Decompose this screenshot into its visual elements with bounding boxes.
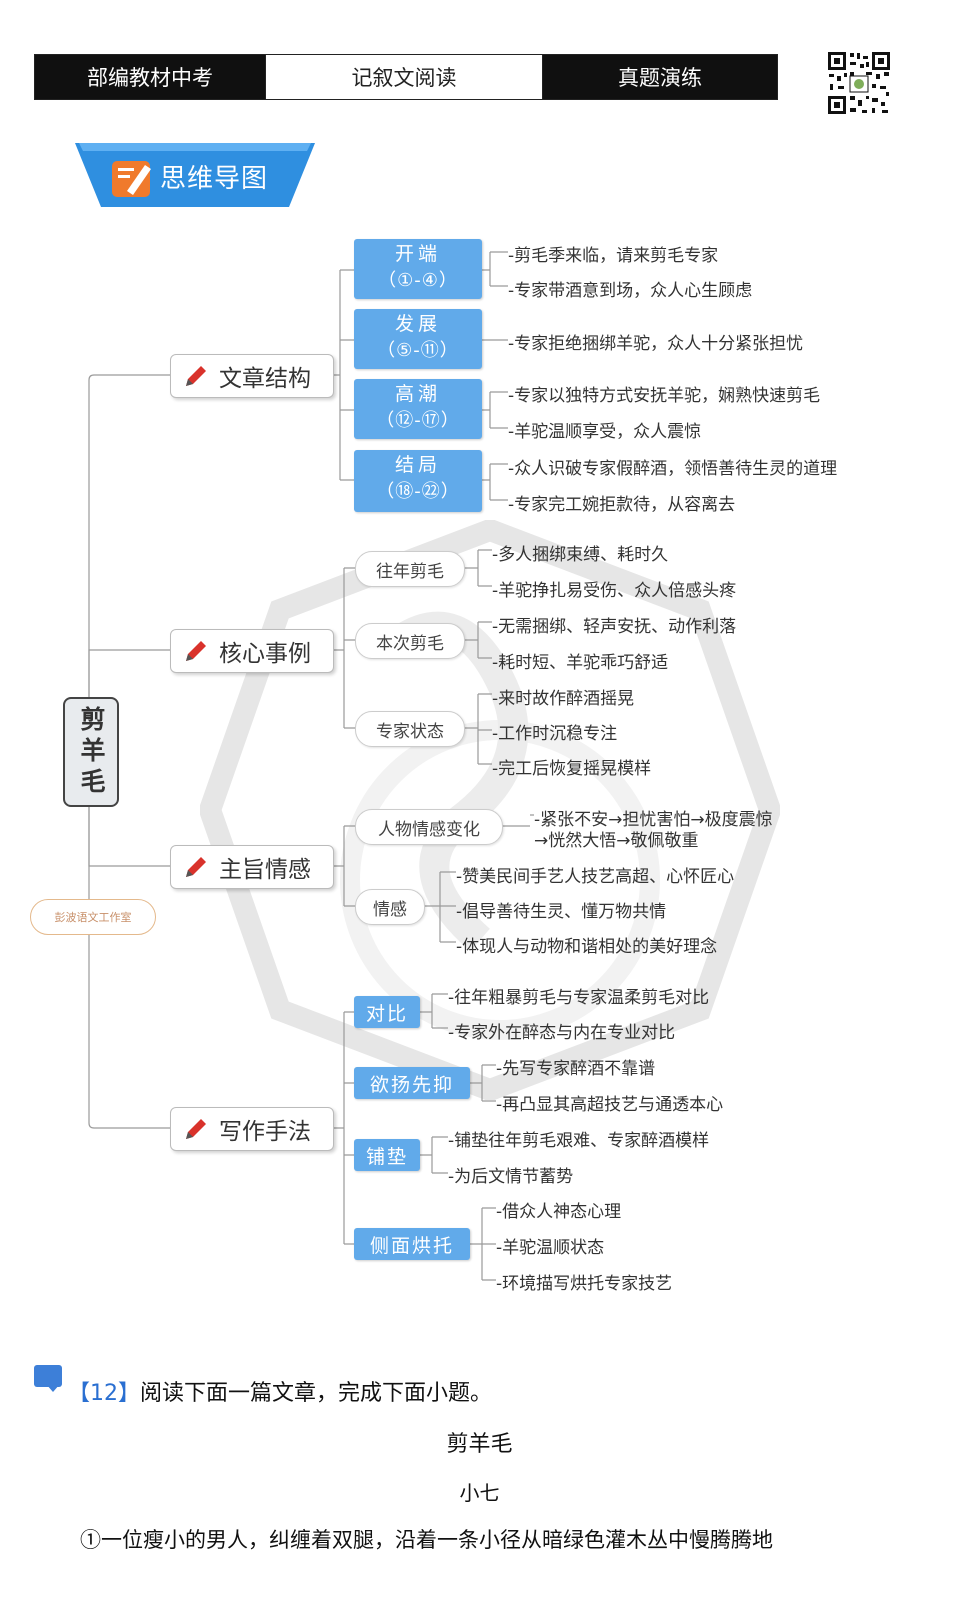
header-left: 部编教材中考	[35, 55, 265, 99]
leaf: -倡导善待生灵、懂万物共情	[456, 902, 667, 922]
structure-box-climax: 高潮 （⑫-⑰）	[354, 379, 482, 439]
leaf: -多人捆绑束缚、耗时久	[492, 545, 669, 565]
banner-title: 思维导图	[160, 164, 269, 194]
leaf: -羊驼温顺状态	[496, 1238, 605, 1258]
leaf: -体现人与动物和谐相处的美好理念	[456, 937, 718, 957]
leaf: -赞美民间手艺人技艺高超、心怀匠心	[456, 867, 735, 887]
pencil-icon	[186, 641, 206, 661]
theme-pill-emotion-change: 人物情感变化	[355, 809, 503, 845]
leaf: →恍然大悟→敬佩敬重	[534, 831, 699, 851]
node-technique: 写作手法	[170, 1107, 334, 1151]
mindmap-root: 剪羊毛	[63, 697, 119, 807]
question-bubble-tail	[46, 1384, 60, 1392]
node-structure-label: 文章结构	[219, 366, 311, 392]
technique-chip-suppress-then-praise: 欲扬先抑	[354, 1067, 470, 1099]
node-events: 核心事例	[170, 629, 334, 673]
leaf: -工作时沉稳专注	[492, 724, 618, 744]
leaf: -往年粗暴剪毛与专家温柔剪毛对比	[448, 988, 710, 1008]
leaf: -耗时短、羊驼乖巧舒适	[492, 653, 669, 673]
structure-box-title: 开端	[394, 243, 441, 265]
node-theme-label: 主旨情感	[219, 857, 311, 883]
leaf: -羊驼温顺享受，众人震惊	[508, 422, 702, 442]
leaf: -专家以独特方式安抚羊驼，娴熟快速剪毛	[508, 386, 821, 406]
leaf: -专家外在醉态与内在专业对比	[448, 1023, 676, 1043]
leaf: -再凸显其高超技艺与通透本心	[496, 1095, 724, 1115]
structure-box-range: （⑱-㉒）	[376, 481, 460, 502]
pencil-icon	[186, 857, 206, 877]
leaf: -紧张不安→担忧害怕→极度震惊	[534, 810, 773, 830]
events-pill-current: 本次剪毛	[355, 623, 465, 659]
node-structure: 文章结构	[170, 354, 334, 398]
leaf: -众人识破专家假醉酒，领悟善待生灵的道理	[508, 459, 838, 479]
leaf: -先写专家醉酒不靠谱	[496, 1059, 656, 1079]
leaf: -来时故作醉酒摇晃	[492, 689, 635, 709]
header-right: 真题演练	[543, 55, 777, 99]
events-pill-expert: 专家状态	[355, 711, 465, 747]
header-bar: 部编教材中考 记叙文阅读 真题演练	[34, 54, 778, 100]
article-author: 小七	[459, 1481, 500, 1505]
node-theme: 主旨情感	[170, 845, 334, 889]
structure-box-development: 发展 （⑤-⑪）	[354, 309, 482, 369]
structure-box-ending: 结局 （⑱-㉒）	[354, 450, 482, 512]
structure-box-range: （⑤-⑪）	[377, 340, 459, 361]
leaf: -完工后恢复摇晃模样	[492, 759, 652, 779]
studio-stamp: 彭波语文工作室	[30, 899, 156, 935]
leaf: -为后文情节蓄势	[448, 1167, 574, 1187]
leaf: -专家完工婉拒款待，从容离去	[508, 495, 736, 515]
technique-chip-side-contrast: 侧面烘托	[354, 1228, 470, 1260]
question-bubble-icon	[34, 1365, 62, 1387]
structure-box-start: 开端 （①-④）	[354, 239, 482, 299]
mindmap-connectors	[88, 251, 534, 1281]
structure-box-title: 结局	[394, 454, 441, 476]
node-technique-label: 写作手法	[219, 1119, 311, 1145]
pencil-icon	[186, 366, 206, 386]
header-center: 记叙文阅读	[265, 55, 543, 99]
node-events-label: 核心事例	[219, 641, 311, 667]
article-paragraph-1: ①一位瘦小的男人，纠缠着双腿，沿着一条小径从暗绿色灌木丛中慢腾腾地	[80, 1528, 773, 1552]
question-prompt: 【12】阅读下面一篇文章，完成下面小题。	[68, 1375, 492, 1407]
leaf: -无需捆绑、轻声安抚、动作利落	[492, 617, 737, 637]
structure-box-range: （⑫-⑰）	[376, 410, 460, 431]
pencil-icon	[186, 1119, 206, 1139]
question-text: 阅读下面一篇文章，完成下面小题。	[140, 1381, 493, 1406]
leaf: -铺垫往年剪毛艰难、专家醉酒模样	[448, 1131, 710, 1151]
article-title: 剪羊毛	[446, 1432, 513, 1457]
events-pill-past: 往年剪毛	[355, 551, 465, 587]
technique-chip-foreshadow: 铺垫	[354, 1139, 420, 1171]
question-number: 【12】	[68, 1381, 140, 1406]
structure-box-title: 高潮	[394, 383, 441, 405]
structure-box-range: （①-④）	[378, 270, 458, 291]
mindmap-banner	[75, 143, 315, 207]
technique-chip-contrast: 对比	[354, 996, 420, 1028]
leaf: -借众人神态心理	[496, 1202, 622, 1222]
leaf: -剪毛季来临，请来剪毛专家	[508, 246, 719, 266]
structure-box-title: 发展	[394, 313, 441, 335]
qr-code-icon	[826, 50, 892, 116]
leaf: -羊驼挣扎易受伤、众人倍感头疼	[492, 581, 737, 601]
leaf: -专家拒绝捆绑羊驼，众人十分紧张担忧	[508, 334, 804, 354]
leaf: -环境描写烘托专家技艺	[496, 1274, 673, 1294]
theme-pill-emotion: 情感	[355, 889, 425, 925]
leaf: -专家带酒意到场，众人心生顾虑	[508, 281, 753, 301]
